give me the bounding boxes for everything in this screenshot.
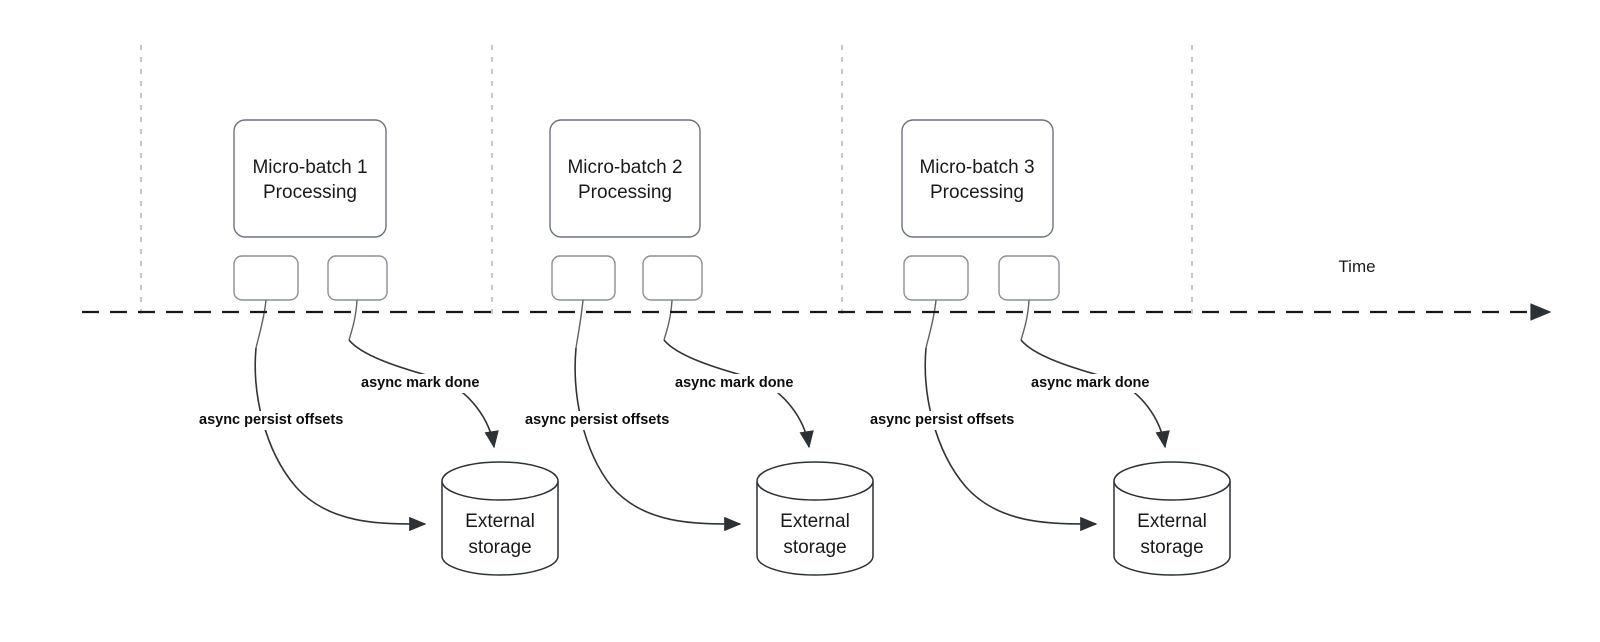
batch-3-persist-offsets-arrow [924, 347, 1098, 532]
batch-1-persist-offsets-task[interactable] [233, 255, 299, 301]
batch-3-persist-stem [925, 299, 937, 349]
batch-1-group: Micro-batch 1 Processing async persist o… [196, 119, 559, 576]
batch-3-async-mark-done-label: async mark done [1031, 375, 1149, 391]
batch-3-persist-label-bg [867, 411, 1045, 430]
batch-3-mark-done-task[interactable] [998, 255, 1060, 301]
batch-2-markdone-stem [663, 299, 673, 341]
gridlines-group [140, 45, 1193, 318]
batch-1-async-mark-done-label: async mark done [361, 375, 479, 391]
batch-3-markdone-stem [1020, 299, 1030, 341]
time-axis-group: Time [82, 257, 1552, 321]
batch-3-external-storage[interactable]: External storage [1113, 461, 1231, 576]
micro-batch-3-title-line2: Processing [930, 182, 1024, 203]
time-axis-label: Time [1338, 257, 1375, 276]
batch-1-storage-line1: External [465, 511, 535, 532]
batch-3-async-persist-offsets-label: async persist offsets [870, 412, 1014, 428]
batch-1-persist-label-bg [196, 411, 374, 430]
batch-3-persist-offsets-task[interactable] [903, 255, 969, 301]
micro-batch-2-title-line2: Processing [578, 182, 672, 203]
micro-batch-1-title-line2: Processing [263, 182, 357, 203]
batch-2-async-mark-done-label: async mark done [675, 375, 793, 391]
batch-3-group: Micro-batch 3 Processing async persist o… [867, 119, 1231, 576]
micro-batch-2-title-line1: Micro-batch 2 [567, 157, 682, 178]
micro-batch-3-title-line1: Micro-batch 3 [919, 157, 1034, 178]
batch-1-mark-done-arrow [348, 339, 499, 449]
batch-2-persist-offsets-arrow [574, 347, 742, 532]
batch-2-async-persist-offsets-label: async persist offsets [525, 412, 669, 428]
batch-2-storage-line1: External [780, 511, 850, 532]
batch-2-external-storage[interactable]: External storage [756, 461, 874, 576]
batch-2-persist-label-bg [522, 411, 700, 430]
micro-batch-1-title-line1: Micro-batch 1 [252, 157, 367, 178]
batch-1-markdone-stem [348, 299, 358, 341]
micro-batch-1-box[interactable] [233, 119, 387, 238]
batch-2-mark-done-arrow [663, 339, 814, 449]
batch-1-persist-stem [255, 299, 267, 349]
micro-batch-2-box[interactable] [549, 119, 701, 238]
batch-3-mark-done-arrow [1020, 339, 1170, 449]
batch-2-group: Micro-batch 2 Processing async persist o… [522, 119, 874, 576]
batch-1-async-persist-offsets-label: async persist offsets [199, 412, 343, 428]
batch-1-storage-line2: storage [468, 537, 531, 558]
micro-batch-3-box[interactable] [901, 119, 1054, 238]
batch-1-markdone-label-bg [358, 374, 503, 393]
batch-1-external-storage[interactable]: External storage [441, 461, 559, 576]
batch-3-markdone-label-bg [1028, 374, 1173, 393]
batch-3-storage-line2: storage [1140, 537, 1203, 558]
batch-1-mark-done-task[interactable] [327, 255, 388, 301]
batch-3-storage-line1: External [1137, 511, 1207, 532]
batch-2-markdone-label-bg [672, 374, 817, 393]
batch-2-persist-stem [575, 299, 584, 349]
batch-2-storage-line2: storage [783, 537, 846, 558]
batch-1-persist-offsets-arrow [254, 347, 427, 532]
batch-2-mark-done-task[interactable] [642, 255, 703, 301]
batch-2-persist-offsets-task[interactable] [551, 255, 616, 301]
